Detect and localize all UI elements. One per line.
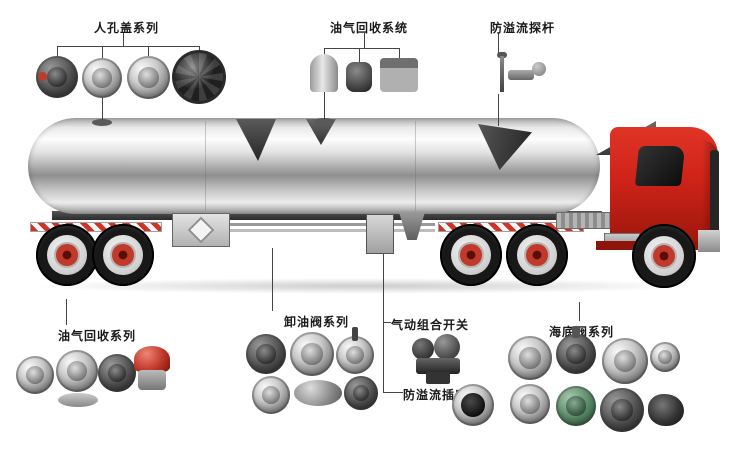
callout-tick-manhole-1 <box>57 46 58 56</box>
part-coupling-2 <box>56 350 98 392</box>
part-pneumatic-switch-image <box>410 334 464 386</box>
part-coupling-4 <box>58 393 98 407</box>
red-knob <box>38 72 47 81</box>
tank-seam-2 <box>415 121 416 211</box>
part-vapor-valve <box>346 62 372 92</box>
callout-tick-vapor-2 <box>359 48 360 62</box>
pneumatic-box-on-truck <box>366 214 394 254</box>
callout-line-manhole-bracket <box>57 46 200 47</box>
part-unload-valve-2 <box>290 332 334 376</box>
callout-tick-manhole-4 <box>199 46 200 52</box>
callout-line-probe-v <box>498 33 499 54</box>
part-coupling-red-cap <box>134 346 170 392</box>
tank-manhole-mark-2 <box>314 118 334 125</box>
unloading-funnel <box>399 212 425 240</box>
cab-side-window <box>634 146 686 186</box>
part-coupling-3 <box>98 354 136 392</box>
catwalk <box>556 212 612 229</box>
callout-line-unloading <box>272 248 273 311</box>
callout-line-probe-to-tank <box>498 94 499 126</box>
callout-line-socket-h <box>383 392 403 393</box>
cab-front-bumper <box>698 230 720 252</box>
callout-line-vapor-bracket <box>324 48 400 49</box>
valve-lever <box>352 327 358 341</box>
callout-line-vapor-series <box>66 299 67 325</box>
part-overflow-socket-image <box>452 384 494 426</box>
part-bottom-valve-2 <box>556 326 596 374</box>
trailer-chassis <box>52 211 602 220</box>
label-unloading-valve-series: 卸油阀系列 <box>284 315 350 329</box>
hazard-placard-box <box>172 213 230 247</box>
label-overflow-probe-rod: 防溢流探杆 <box>490 21 556 35</box>
part-vapor-flange <box>380 58 418 92</box>
callout-line-manhole-v <box>123 33 124 46</box>
cab-wheel <box>632 224 696 288</box>
callout-line-pneumatic-h <box>383 322 391 323</box>
side-guard-stripe-left <box>30 222 162 232</box>
tank-manhole-mark-1 <box>92 119 112 126</box>
part-manhole-3 <box>127 56 170 99</box>
tank-seam-1 <box>205 121 206 211</box>
part-unload-valve-3 <box>336 327 374 374</box>
chassis-pipe-1 <box>230 223 435 226</box>
callout-tick-manhole-2 <box>102 46 103 58</box>
label-vapor-recovery-series: 油气回收系列 <box>58 329 137 343</box>
callout-line-vapor-to-tank <box>324 92 325 120</box>
trailer-wheel-1 <box>36 224 98 286</box>
red-cap-top <box>134 346 170 372</box>
callout-tick-vapor-3 <box>399 48 400 58</box>
part-manhole-1 <box>36 56 78 98</box>
callout-line-pneumatic-v <box>383 254 384 393</box>
part-bottom-valve-7 <box>648 394 684 426</box>
callout-line-manhole-to-tank <box>102 98 103 120</box>
part-vapor-dome <box>310 54 338 92</box>
part-bottom-valve-green <box>556 386 596 426</box>
cab-mirror <box>710 150 719 238</box>
red-cap-base <box>138 370 166 390</box>
part-bottom-valve-3 <box>602 338 648 384</box>
part-unload-valve-4 <box>252 376 290 414</box>
part-unload-cap <box>294 380 342 406</box>
part-unload-valve-1 <box>246 334 286 374</box>
label-vapor-recovery-system: 油气回收系统 <box>330 21 409 35</box>
part-manhole-4 <box>172 50 226 104</box>
switch-body <box>416 358 460 374</box>
label-overflow-socket: 防溢流插座 <box>403 388 469 402</box>
part-bottom-valve-4 <box>650 342 680 372</box>
part-bottom-valve-6 <box>600 388 644 432</box>
part-overflow-probe-image <box>492 52 548 94</box>
label-pneumatic-combo-switch: 气动组合开关 <box>391 318 470 332</box>
callout-tick-manhole-3 <box>148 46 149 56</box>
probe-knob <box>497 52 507 58</box>
switch-cylinder-2 <box>434 334 460 360</box>
probe-fitting <box>508 70 534 80</box>
part-manhole-2 <box>82 58 122 98</box>
switch-cylinder-1 <box>412 338 434 360</box>
chassis-pipe-2 <box>230 229 435 232</box>
part-unload-valve-5 <box>344 376 378 410</box>
callout-tick-vapor-1 <box>324 48 325 54</box>
probe-rod <box>500 56 504 92</box>
label-bottom-valve-series: 海底阀系列 <box>549 325 615 339</box>
switch-base <box>426 372 450 384</box>
probe-connector <box>532 62 546 76</box>
part-coupling-1 <box>16 356 54 394</box>
part-bottom-valve-1 <box>508 336 552 380</box>
callout-line-vapor-v <box>364 33 365 48</box>
trailer-wheel-2 <box>92 224 154 286</box>
trailer-wheel-3 <box>440 224 502 286</box>
part-bottom-valve-5 <box>510 384 550 424</box>
callout-line-bottom-valve <box>579 302 580 321</box>
trailer-wheel-4 <box>506 224 568 286</box>
valve-stem <box>572 326 580 338</box>
label-manhole-series: 人孔盖系列 <box>94 21 160 35</box>
